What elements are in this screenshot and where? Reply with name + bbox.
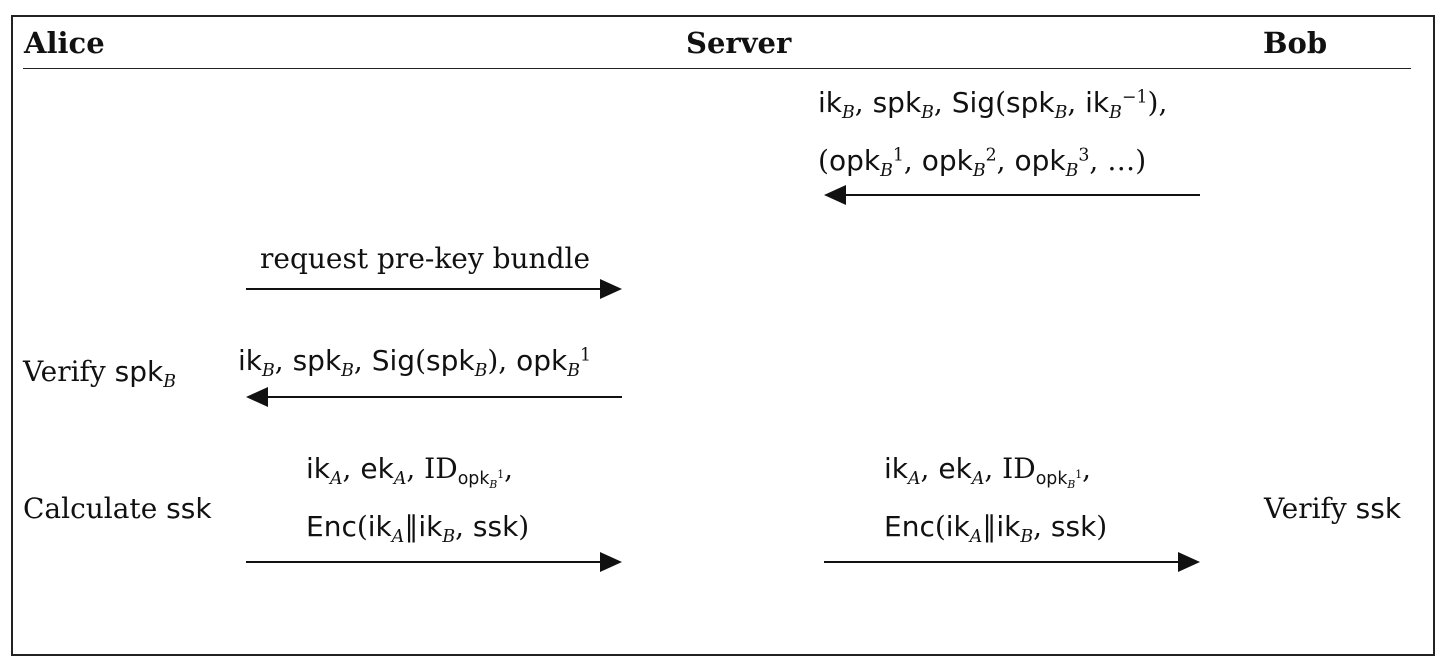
- request-bundle-label: request pre-key bundle: [260, 242, 591, 275]
- arrow-alice-to-server-message: [246, 552, 622, 572]
- server-header: Server: [686, 26, 792, 60]
- bundle-upload-line2: (opkB1, opkB2, opkB3, …): [818, 144, 1147, 182]
- arrow-server-to-bob-message: [824, 552, 1200, 572]
- bundle-response-label: ikB, spkB, Sig(spkB), opkB1: [238, 344, 592, 382]
- calculate-ssk-label: Calculate ssk: [23, 492, 212, 525]
- bob-header: Bob: [1263, 26, 1328, 60]
- verify-ssk-label: Verify ssk: [1264, 492, 1402, 525]
- initial-message-bob-line1: ikA, ekA, IDopkB1,: [884, 452, 1092, 491]
- verify-spk-label: Verify spkB: [23, 355, 176, 393]
- diagram-frame: [11, 15, 1435, 656]
- arrow-server-to-alice-bundle: [246, 387, 622, 407]
- arrow-alice-to-server-request: [246, 279, 622, 299]
- bundle-upload-line1: ikB, spkB, Sig(spkB, ikB−1),: [818, 86, 1168, 124]
- initial-message-bob-line2: Enc(ikA‖ikB, ssk): [884, 510, 1108, 548]
- header-rule: [23, 68, 1411, 69]
- alice-header: Alice: [24, 26, 105, 60]
- initial-message-alice-line1: ikA, ekA, IDopkB1,: [306, 452, 514, 491]
- arrow-bob-to-server: [824, 185, 1200, 205]
- initial-message-alice-line2: Enc(ikA‖ikB, ssk): [306, 510, 530, 548]
